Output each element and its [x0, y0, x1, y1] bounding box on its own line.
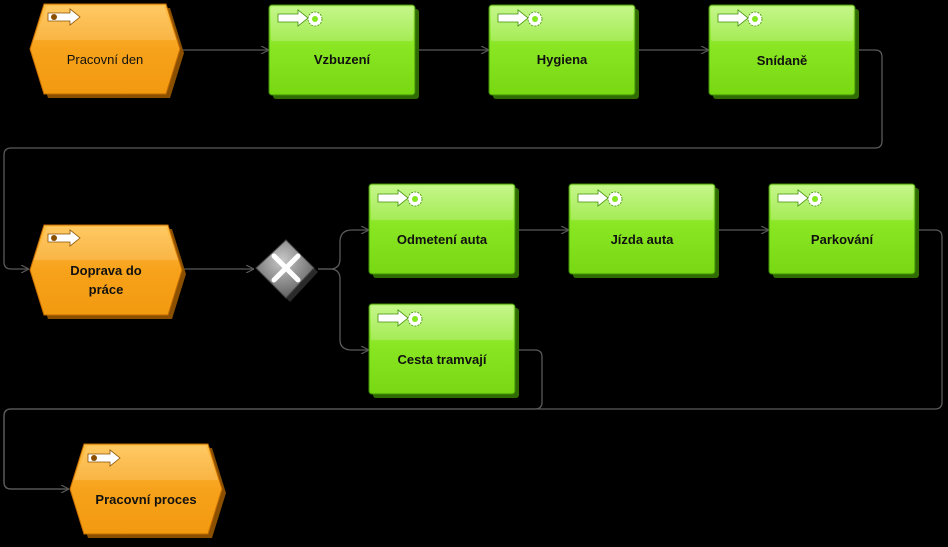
activity-vzbuzeni[interactable]: Vzbuzení: [268, 4, 419, 99]
event-doprava-do-prace[interactable]: Doprava do práce: [29, 224, 186, 319]
activity-parkovani[interactable]: Parkování: [768, 183, 919, 278]
activity-label: Jízda auta: [611, 232, 675, 247]
arrow-gear-icon: [777, 189, 823, 207]
arrow-right-icon: [47, 229, 81, 247]
connector-tramvaj-proces: [3, 349, 543, 489]
connector-snidane-doprava: [3, 49, 883, 269]
event-label: Pracovní den: [67, 52, 144, 67]
arrow-right-icon: [47, 8, 81, 26]
arrow-gear-icon: [577, 189, 623, 207]
arrow-gear-icon: [277, 9, 323, 27]
activity-label: Cesta tramvají: [398, 352, 487, 367]
activity-label: Odmetení auta: [397, 232, 488, 247]
event-pracovni-den[interactable]: Pracovní den: [29, 3, 184, 98]
activity-label: Hygiena: [537, 52, 588, 67]
activity-label: Snídaně: [757, 53, 808, 68]
activity-label: Parkování: [811, 232, 874, 247]
arrow-right-icon: [87, 449, 121, 467]
arrow-gear-icon: [377, 309, 423, 327]
event-label-line2: práce: [89, 282, 124, 297]
connector-gateway-odmeteni: [318, 230, 368, 270]
activity-odmeteni-auta[interactable]: Odmetení auta: [368, 183, 519, 278]
arrow-gear-icon: [377, 189, 423, 207]
connectors: [3, 49, 943, 489]
event-label: Pracovní proces: [95, 492, 196, 507]
event-label-line1: Doprava do: [70, 263, 142, 278]
connector-gateway-tramvaj: [318, 268, 368, 350]
activity-label: Vzbuzení: [314, 52, 371, 67]
xor-gateway[interactable]: [255, 239, 318, 302]
arrow-gear-icon: [497, 9, 543, 27]
arrow-gear-icon: [717, 9, 763, 27]
activity-cesta-tramvaji[interactable]: Cesta tramvají: [368, 303, 519, 398]
close-x-icon: [271, 253, 301, 283]
event-pracovni-proces[interactable]: Pracovní proces: [69, 443, 226, 538]
activity-hygiena[interactable]: Hygiena: [488, 4, 639, 99]
activity-snidane[interactable]: Snídaně: [708, 4, 859, 99]
activity-jizda-auta[interactable]: Jízda auta: [568, 183, 719, 278]
